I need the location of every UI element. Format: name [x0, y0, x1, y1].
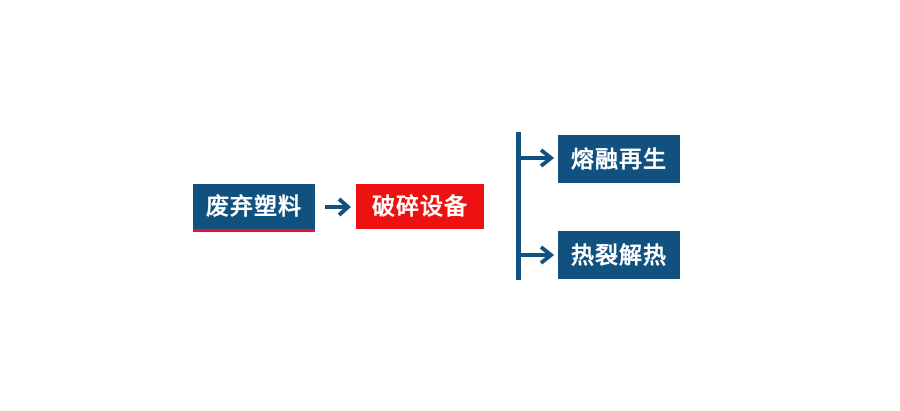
arrow-right-glyph	[325, 197, 352, 217]
node-waste-plastic-label: 废弃塑料	[206, 193, 302, 219]
branch-connector	[510, 128, 566, 284]
branch-rail-line	[516, 132, 521, 280]
branch-arrow-lower-icon	[521, 245, 555, 265]
node-melt-regeneration-label: 熔融再生	[571, 145, 667, 172]
node-melt-regeneration[interactable]: 熔融再生	[558, 135, 680, 183]
node-pyrolysis-label: 热裂解热	[571, 241, 667, 268]
arrow-right-icon	[322, 190, 356, 224]
node-pyrolysis[interactable]: 热裂解热	[558, 231, 680, 279]
branch-arrow-upper-icon	[521, 148, 555, 168]
node-waste-plastic[interactable]: 废弃塑料	[193, 184, 315, 232]
node-crusher[interactable]: 破碎设备	[356, 184, 484, 229]
node-crusher-label: 破碎设备	[372, 193, 468, 219]
branch-connector-glyph	[516, 132, 555, 280]
